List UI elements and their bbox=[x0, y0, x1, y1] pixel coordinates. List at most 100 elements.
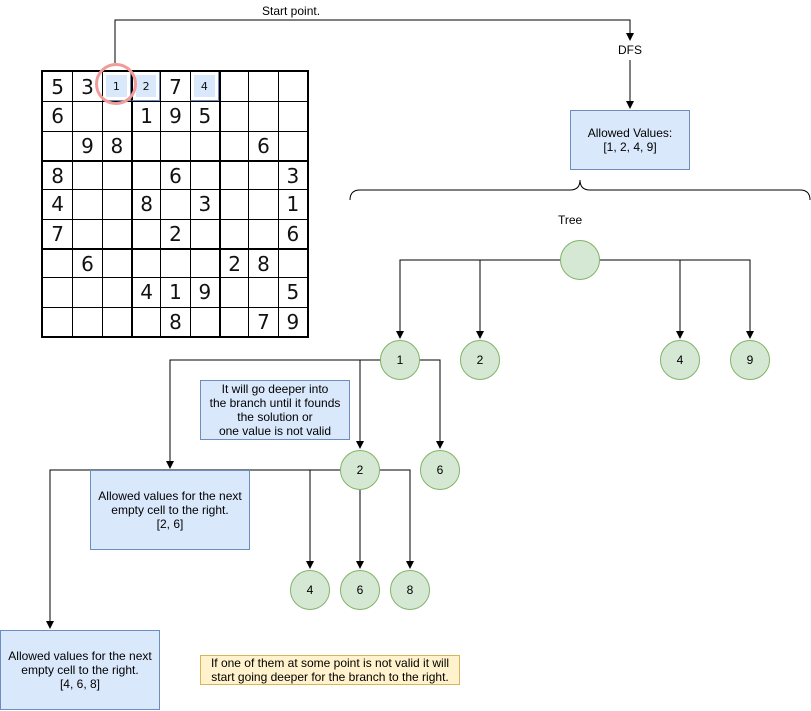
sudoku-cell-r5-c4: 8 bbox=[131, 189, 161, 219]
sudoku-cell-r2-c3 bbox=[101, 101, 131, 131]
sudoku-cell-r7-c1 bbox=[43, 248, 73, 277]
sudoku-cell-r5-c6: 3 bbox=[189, 189, 219, 219]
sudoku-cell-r6-c6 bbox=[189, 218, 219, 248]
sudoku-cell-r5-c5 bbox=[160, 189, 190, 219]
sudoku-cell-r5-c1: 4 bbox=[43, 189, 73, 218]
sudoku-cell-r8-c5: 1 bbox=[160, 277, 190, 307]
sudoku-cell-r3-c3: 8 bbox=[101, 130, 131, 160]
sudoku-cell-r1-c2: 3 bbox=[72, 72, 101, 102]
sudoku-cell-r2-c9 bbox=[277, 101, 307, 131]
sudoku-cell-r2-c1: 6 bbox=[43, 101, 73, 130]
tree-root-node bbox=[560, 240, 600, 280]
sudoku-cell-r7-c3 bbox=[101, 248, 131, 278]
sudoku-cell-r7-c2: 6 bbox=[72, 248, 102, 278]
edge-1-to-allowed bbox=[166, 359, 360, 469]
sudoku-cell-r7-c6 bbox=[189, 248, 219, 278]
allowed-values-level2-box: Allowed values for the next empty cell t… bbox=[90, 470, 250, 550]
start-connector bbox=[114, 19, 634, 63]
go-deeper-note-box: It will go deeper into the branch until … bbox=[200, 380, 350, 440]
sudoku-cell-r1-c7 bbox=[219, 72, 248, 102]
edge-root-to-4 bbox=[600, 259, 684, 339]
sudoku-cell-r6-c8 bbox=[248, 218, 278, 248]
sudoku-cell-r2-c5: 9 bbox=[160, 101, 190, 131]
sudoku-cell-r6-c5: 2 bbox=[160, 218, 190, 248]
sudoku-cell-r8-c6: 9 bbox=[189, 277, 219, 307]
sudoku-cell-r4-c1: 8 bbox=[43, 160, 73, 189]
tree-node-4: 4 bbox=[660, 340, 700, 380]
sudoku-cell-r7-c5 bbox=[160, 248, 190, 278]
sudoku-cell-r2-c8 bbox=[248, 101, 278, 131]
sudoku-cell-r9-c9: 9 bbox=[277, 306, 307, 336]
sudoku-cell-r3-c2: 9 bbox=[72, 130, 102, 160]
sudoku-cell-r6-c2 bbox=[72, 218, 102, 248]
sudoku-cell-r3-c5 bbox=[160, 130, 190, 160]
sudoku-cell-r3-c4 bbox=[131, 130, 161, 160]
sudoku-cell-r2-c6: 5 bbox=[189, 101, 219, 131]
sudoku-cell-r1-c8 bbox=[248, 72, 277, 102]
edge-2-to-4 bbox=[306, 469, 340, 569]
tree-node-2: 2 bbox=[460, 340, 500, 380]
sudoku-cell-r8-c1 bbox=[43, 277, 73, 306]
allowed-values-root-box: Allowed Values: [1, 2, 4, 9] bbox=[570, 110, 690, 170]
tree-node-1: 1 bbox=[380, 340, 420, 380]
sudoku-cell-r4-c5: 6 bbox=[160, 160, 190, 190]
sudoku-cell-r8-c2 bbox=[72, 277, 102, 307]
sudoku-cell-r5-c7 bbox=[219, 189, 249, 219]
sudoku-cell-r9-c3 bbox=[101, 306, 131, 336]
sudoku-cell-r4-c7 bbox=[219, 160, 249, 190]
edge-root-to-9 bbox=[680, 259, 754, 339]
sudoku-cell-r8-c9: 5 bbox=[277, 277, 307, 307]
edge-2-to-8 bbox=[380, 469, 414, 569]
sudoku-cell-r2-c2 bbox=[72, 101, 102, 131]
sudoku-cell-r6-c7 bbox=[219, 218, 249, 248]
sudoku-cell-r3-c1 bbox=[43, 130, 73, 160]
sudoku-cell-r6-c3 bbox=[101, 218, 131, 248]
sudoku-cell-r8-c3 bbox=[101, 277, 131, 307]
sudoku-cell-r6-c4 bbox=[131, 218, 161, 248]
tree-node-1-2-4: 4 bbox=[290, 570, 330, 610]
edge-1-to-6 bbox=[420, 359, 444, 449]
sudoku-cell-r2-c4: 1 bbox=[131, 101, 161, 131]
edge-root-to-1 bbox=[396, 259, 560, 339]
tree-label: Tree bbox=[558, 213, 583, 227]
edge-1-to-2 bbox=[356, 359, 380, 449]
sudoku-cell-r9-c1 bbox=[43, 306, 73, 336]
sudoku-cell-r6-c1: 7 bbox=[43, 218, 73, 248]
tree-node-1-2-6: 6 bbox=[340, 570, 380, 610]
sudoku-cell-r9-c5: 8 bbox=[160, 306, 190, 336]
sudoku-cell-r5-c9: 1 bbox=[277, 189, 307, 219]
sudoku-cell-r5-c2 bbox=[72, 189, 102, 219]
sudoku-cell-r7-c7: 2 bbox=[219, 248, 249, 278]
sudoku-cell-r8-c8 bbox=[248, 277, 278, 307]
current-cell-highlight-ring bbox=[95, 63, 137, 105]
sudoku-cell-r4-c3 bbox=[101, 160, 131, 190]
sudoku-cell-r8-c7 bbox=[219, 277, 249, 307]
sudoku-cell-r7-c8: 8 bbox=[248, 248, 278, 278]
sudoku-cell-r4-c2 bbox=[72, 160, 102, 190]
sudoku-cell-r6-c9: 6 bbox=[277, 218, 307, 248]
sudoku-cell-r9-c4 bbox=[131, 306, 161, 336]
sudoku-cell-r3-c8: 6 bbox=[248, 130, 278, 160]
sudoku-cell-r7-c9 bbox=[277, 248, 307, 278]
sudoku-cell-r4-c8 bbox=[248, 160, 278, 190]
sudoku-cell-r3-c9 bbox=[277, 130, 307, 160]
sudoku-cell-r9-c8: 7 bbox=[248, 306, 278, 336]
tree-node-1-2-8: 8 bbox=[390, 570, 430, 610]
sudoku-cell-r3-c6 bbox=[189, 130, 219, 160]
allowed-values-level3-box: Allowed values for the next empty cell t… bbox=[0, 630, 160, 710]
start-point-label: Start point. bbox=[262, 4, 321, 18]
sudoku-cell-r9-c7 bbox=[219, 306, 249, 336]
branch-note-box: If one of them at some point is not vali… bbox=[200, 655, 460, 685]
sudoku-cell-r3-c7 bbox=[219, 130, 249, 160]
sudoku-cell-r1-c5: 7 bbox=[160, 72, 189, 102]
sudoku-cell-r8-c4: 4 bbox=[131, 277, 161, 307]
sudoku-cell-r1-c6: 4 bbox=[189, 72, 219, 102]
sudoku-cell-r5-c8 bbox=[248, 189, 278, 219]
sudoku-cell-r4-c9: 3 bbox=[277, 160, 307, 190]
sudoku-cell-r9-c6 bbox=[189, 306, 219, 336]
tree-node-1-6: 6 bbox=[420, 450, 460, 490]
dfs-label: DFS bbox=[618, 43, 642, 57]
sudoku-cell-r5-c3 bbox=[101, 189, 131, 219]
